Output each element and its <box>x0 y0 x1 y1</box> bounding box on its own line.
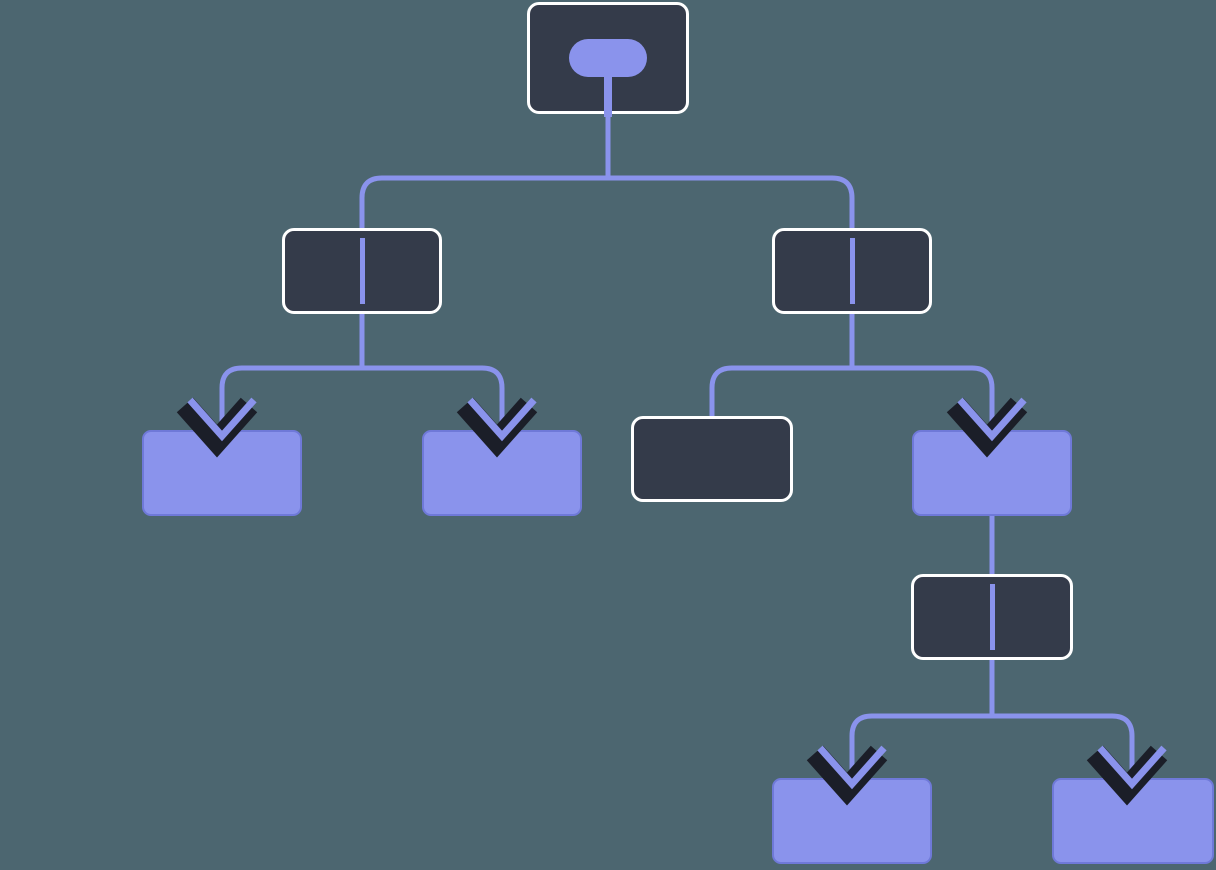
edge-left-branch-to-leaf-b <box>359 314 505 440</box>
edge-left-branch-to-leaf-a <box>219 228 365 440</box>
root-pill-stem <box>604 72 612 117</box>
edge-root-to-right-branch <box>605 114 855 314</box>
leaf-node-a[interactable] <box>142 430 302 516</box>
edge-sub-branch-to-leaf-d <box>849 574 995 788</box>
inner-line-left-branch <box>359 238 365 304</box>
edge-right-branch-to-plain <box>709 314 855 416</box>
plain-dark-node[interactable] <box>631 416 793 502</box>
inner-line-right-branch <box>849 238 855 304</box>
root-pill-badge <box>569 39 647 77</box>
edge-sub-branch-to-leaf-e <box>989 660 1135 788</box>
edge-right-branch-to-leaf-c <box>849 228 995 440</box>
branch-purple-node[interactable] <box>912 430 1072 516</box>
leaf-node-e[interactable] <box>1052 778 1214 864</box>
leaf-node-d[interactable] <box>772 778 932 864</box>
leaf-node-b[interactable] <box>422 430 582 516</box>
inner-line-sub-branch <box>989 584 995 650</box>
